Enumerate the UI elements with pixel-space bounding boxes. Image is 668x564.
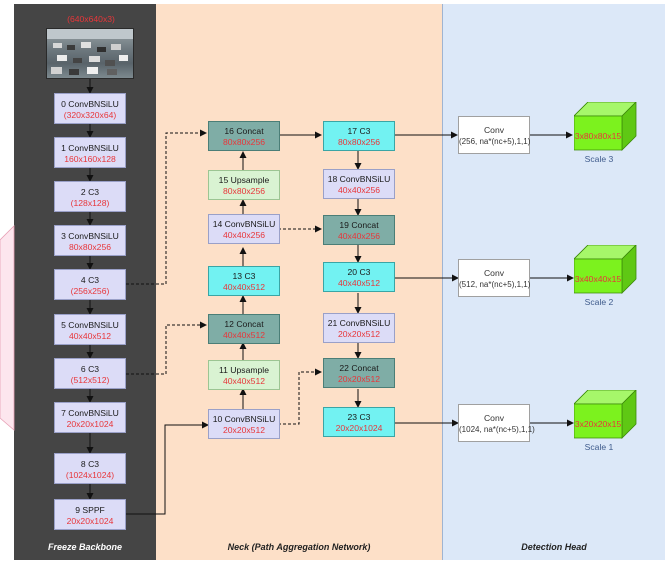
backbone-layer-0: 0 ConvBNSiLU(320x320x64) (54, 93, 126, 124)
head-conv-params: (256, na*(nc+5),1,1) (459, 137, 531, 146)
output-shape-label: 3x40x40x15 (574, 274, 622, 284)
neck-layer-20-label: 20 C3 (347, 267, 371, 277)
head-conv-params: (1024, na*(nc+5),1,1) (459, 425, 535, 434)
neck-layer-17-label: 17 C3 (347, 126, 371, 136)
neck-layer-11-dims: 40x40x512 (222, 376, 266, 386)
backbone-layer-9-label: 9 SPPF (75, 504, 105, 515)
input-traffic-image (46, 28, 134, 79)
backbone-layer-0-dims: (320x320x64) (63, 109, 117, 120)
backbone-layer-7-label: 7 ConvBNSiLU (61, 407, 119, 418)
backbone-layer-3-label: 3 ConvBNSiLU (61, 230, 119, 241)
neck-layer-23-dims: 20x20x1024 (335, 423, 383, 433)
backbone-layer-2-label: 2 C3 (80, 186, 100, 197)
output-shape-label: 3x20x20x15 (574, 419, 622, 429)
neck-layer-10-dims: 20x20x512 (222, 425, 266, 435)
neck-layer-22-dims: 20x20x512 (337, 374, 381, 384)
backbone-layer-4-label: 4 C3 (80, 274, 100, 285)
backbone-layer-6-dims: (512x512) (70, 374, 110, 385)
backbone-layer-5-dims: 40x40x512 (68, 330, 112, 341)
head-conv-1: Conv (256, na*(nc+5),1,1) (458, 116, 530, 154)
neck-layer-12-label: 12 Concat (224, 319, 264, 329)
backbone-layer-2-dims: (128x128) (70, 197, 110, 208)
head-conv-2: Conv (512, na*(nc+5),1,1) (458, 259, 530, 297)
neck-layer-21-dims: 20x20x512 (337, 329, 381, 339)
neck-layer-12-dims: 40x40x512 (222, 330, 266, 340)
backbone-layer-8: 8 C3(1024x1024) (54, 453, 126, 484)
output-tensor-cube (574, 245, 637, 294)
backbone-layer-3-dims: 80x80x256 (68, 241, 112, 252)
neck-layer-10-label: 10 ConvBNSiLU (212, 414, 276, 424)
neck-layer-19-dims: 40x40x256 (337, 231, 381, 241)
backbone-layer-4-dims: (256x256) (70, 285, 110, 296)
neck-layer-18-dims: 40x40x256 (337, 185, 381, 195)
neck-layer-17-dims: 80x80x256 (337, 137, 381, 147)
neck-layer-16-label: 16 Concat (224, 126, 264, 136)
head-conv-3: Conv (1024, na*(nc+5),1,1) (458, 404, 535, 442)
neck-layer-20-dims: 40x40x512 (337, 278, 381, 288)
neck-layer-13-label: 13 C3 (232, 271, 256, 281)
neck-layer-16-dims: 80x80x256 (222, 137, 266, 147)
backbone-layer-6-label: 6 C3 (80, 363, 100, 374)
neck-title: Neck (Path Aggregation Network) (227, 542, 371, 552)
output-tensor-cube (574, 390, 637, 439)
neck-layer-15-label: 15 Upsample (218, 175, 270, 185)
backbone-layer-5-label: 5 ConvBNSiLU (61, 319, 119, 330)
backbone-layer-1-dims: 160x160x128 (64, 153, 116, 164)
output-tensor-cube (574, 102, 637, 151)
left-remnant-shape (0, 225, 15, 431)
neck-layer-18-label: 18 ConvBNSiLU (327, 174, 391, 184)
neck-layer-21-label: 21 ConvBNSiLU (327, 318, 391, 328)
neck-layer-13-dims: 40x40x512 (222, 282, 266, 292)
scale-label: Scale 3 (584, 154, 614, 164)
head-conv-title: Conv (483, 413, 505, 423)
backbone-layer-0-label: 0 ConvBNSiLU (61, 98, 119, 109)
neck-layer-23-label: 23 C3 (347, 412, 371, 422)
neck-layer-14-dims: 40x40x256 (222, 230, 266, 240)
backbone-layer-2: 2 C3(128x128) (54, 181, 126, 212)
input-label: (640x640x3) (67, 14, 115, 24)
neck-layer-11-label: 11 Upsample (219, 365, 269, 375)
head-conv-title: Conv (483, 125, 505, 135)
output-shape-label: 3x80x80x15 (574, 131, 622, 141)
scale-label: Scale 2 (584, 297, 614, 307)
backbone-title: Freeze Backbone (47, 542, 123, 552)
backbone-layer-1-label: 1 ConvBNSiLU (61, 142, 119, 153)
backbone-layer-8-dims: (1024x1024) (65, 469, 115, 480)
head-conv-params: (512, na*(nc+5),1,1) (459, 280, 531, 289)
backbone-layer-4: 4 C3(256x256) (54, 269, 126, 300)
scale-label: Scale 1 (584, 442, 614, 452)
head-conv-title: Conv (483, 268, 505, 278)
backbone-layer-7-dims: 20x20x1024 (66, 418, 114, 429)
backbone-layer-8-label: 8 C3 (80, 458, 100, 469)
neck-layer-14-label: 14 ConvBNSiLU (212, 219, 276, 229)
head-title: Detection Head (521, 542, 587, 552)
traffic-scene-image (47, 29, 133, 75)
backbone-layer-6: 6 C3(512x512) (54, 358, 126, 389)
neck-layer-15-dims: 80x80x256 (222, 186, 266, 196)
backbone-layer-9-dims: 20x20x1024 (66, 515, 114, 526)
neck-layer-19-label: 19 Concat (339, 220, 379, 230)
neck-layer-22-label: 22 Concat (339, 363, 379, 373)
